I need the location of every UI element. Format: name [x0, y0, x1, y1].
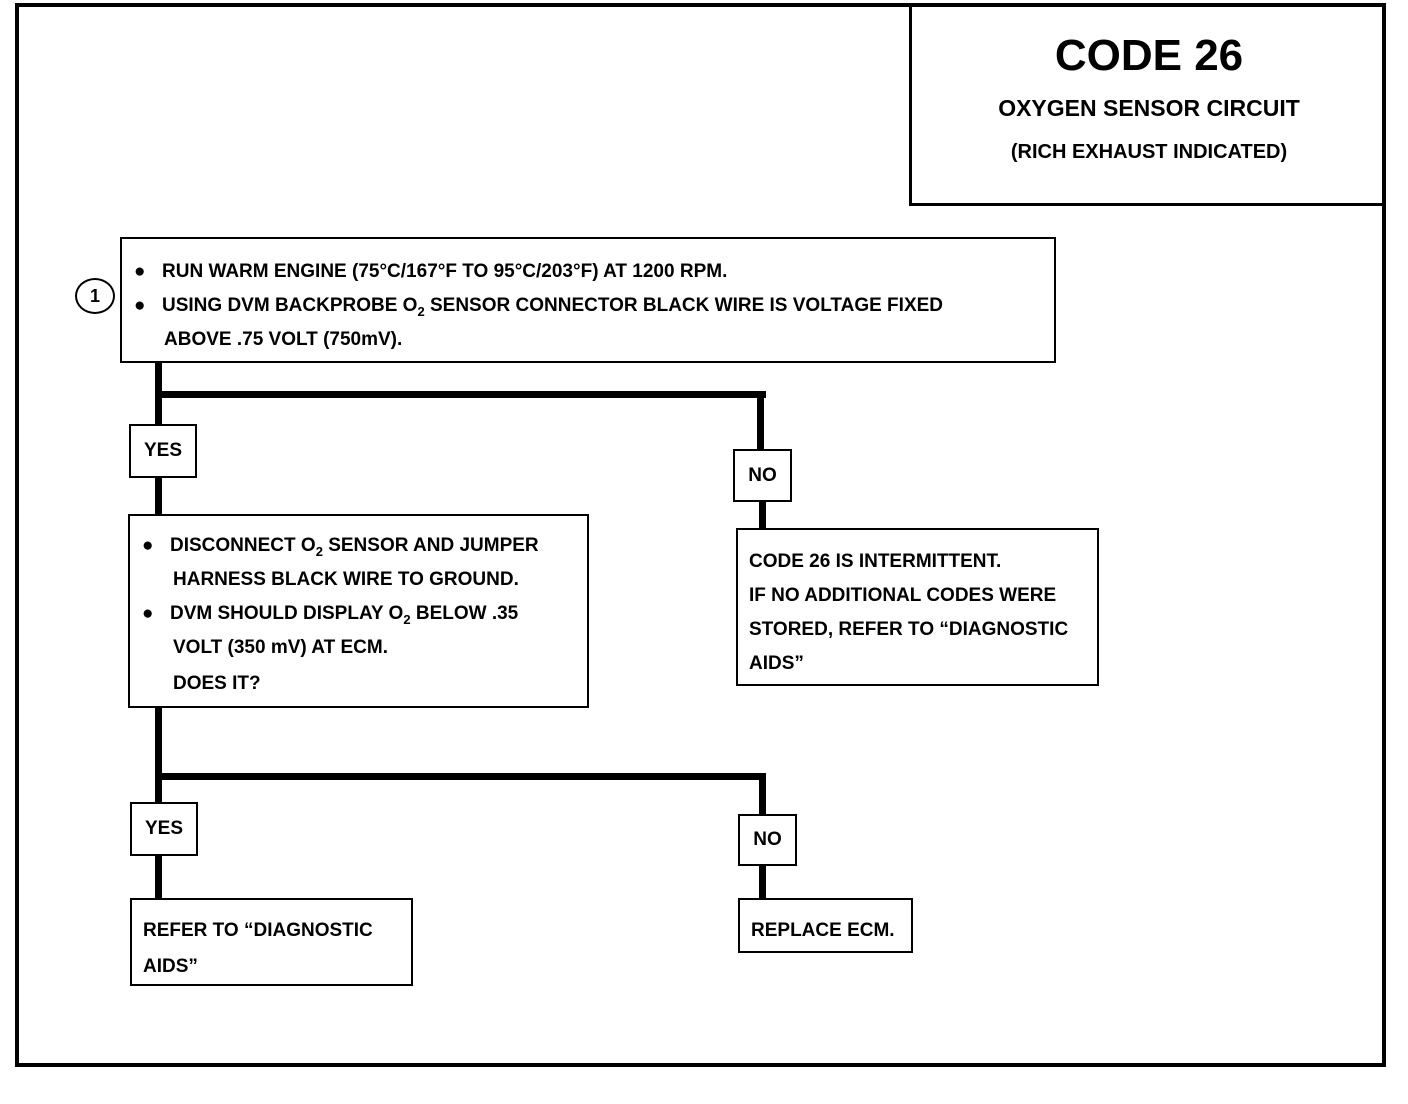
no-label: NO [738, 814, 797, 866]
step2-bullet-1-cont: HARNESS BLACK WIRE TO GROUND. [173, 569, 519, 590]
intermittent-line-3: STORED, REFER TO “DIAGNOSTIC [749, 619, 1069, 640]
condition-note: (RICH EXHAUST INDICATED) [1010, 141, 1288, 163]
connector-line [155, 706, 162, 804]
step1-bullet-2-cont: ABOVE .75 VOLT (750mV). [164, 329, 403, 350]
title-block: CODE 26 OXYGEN SENSOR CIRCUIT (RICH EXHA… [909, 5, 1386, 206]
connector-line [155, 476, 162, 516]
step-number-1: 1 [75, 278, 115, 314]
code-title: CODE 26 [1054, 31, 1244, 80]
step2-bullet-2-cont: VOLT (350 mV) AT ECM. [173, 637, 389, 658]
connector-line [155, 773, 766, 780]
bullet-icon: ● [142, 603, 154, 624]
bullet-text: DISCONNECT O2 SENSOR AND JUMPER [170, 535, 539, 559]
no-label: NO [733, 449, 792, 502]
connector-line [155, 854, 162, 900]
intermittent-box: CODE 26 IS INTERMITTENT. IF NO ADDITIONA… [736, 528, 1099, 686]
bullet-icon: ● [134, 261, 146, 282]
yes-label: YES [129, 424, 197, 478]
intermittent-line-1: CODE 26 IS INTERMITTENT. [749, 551, 1002, 572]
bullet-icon: ● [142, 535, 154, 556]
result-yes-line-2: AIDS” [143, 956, 198, 977]
connector-line [759, 773, 766, 816]
replace-ecm-box: REPLACE ECM. [738, 898, 913, 953]
bullet-text: RUN WARM ENGINE (75°C/167°F TO 95°C/203°… [162, 261, 728, 282]
result-yes-line-1: REFER TO “DIAGNOSTIC [143, 920, 373, 941]
refer-diagnostic-aids-box: REFER TO “DIAGNOSTIC AIDS” [130, 898, 413, 986]
step2-box: ● DISCONNECT O2 SENSOR AND JUMPER HARNES… [128, 514, 589, 708]
step1-box: ● RUN WARM ENGINE (75°C/167°F TO 95°C/20… [120, 237, 1056, 363]
connector-line [759, 500, 766, 530]
bullet-icon: ● [134, 295, 146, 316]
bullet-text: DVM SHOULD DISPLAY O2 BELOW .35 [170, 603, 519, 627]
bullet-text: USING DVM BACKPROBE O2 SENSOR CONNECTOR … [162, 295, 944, 319]
diagram-frame [15, 3, 1386, 1067]
circuit-name: OXYGEN SENSOR CIRCUIT [998, 95, 1300, 121]
step2-question: DOES IT? [173, 673, 261, 694]
intermittent-line-4: AIDS” [749, 653, 804, 674]
connector-line [757, 391, 764, 451]
connector-line [759, 864, 766, 900]
connector-line [155, 391, 766, 398]
yes-label: YES [130, 802, 198, 856]
result-no-line-1: REPLACE ECM. [751, 920, 895, 941]
intermittent-line-2: IF NO ADDITIONAL CODES WERE [749, 585, 1057, 606]
